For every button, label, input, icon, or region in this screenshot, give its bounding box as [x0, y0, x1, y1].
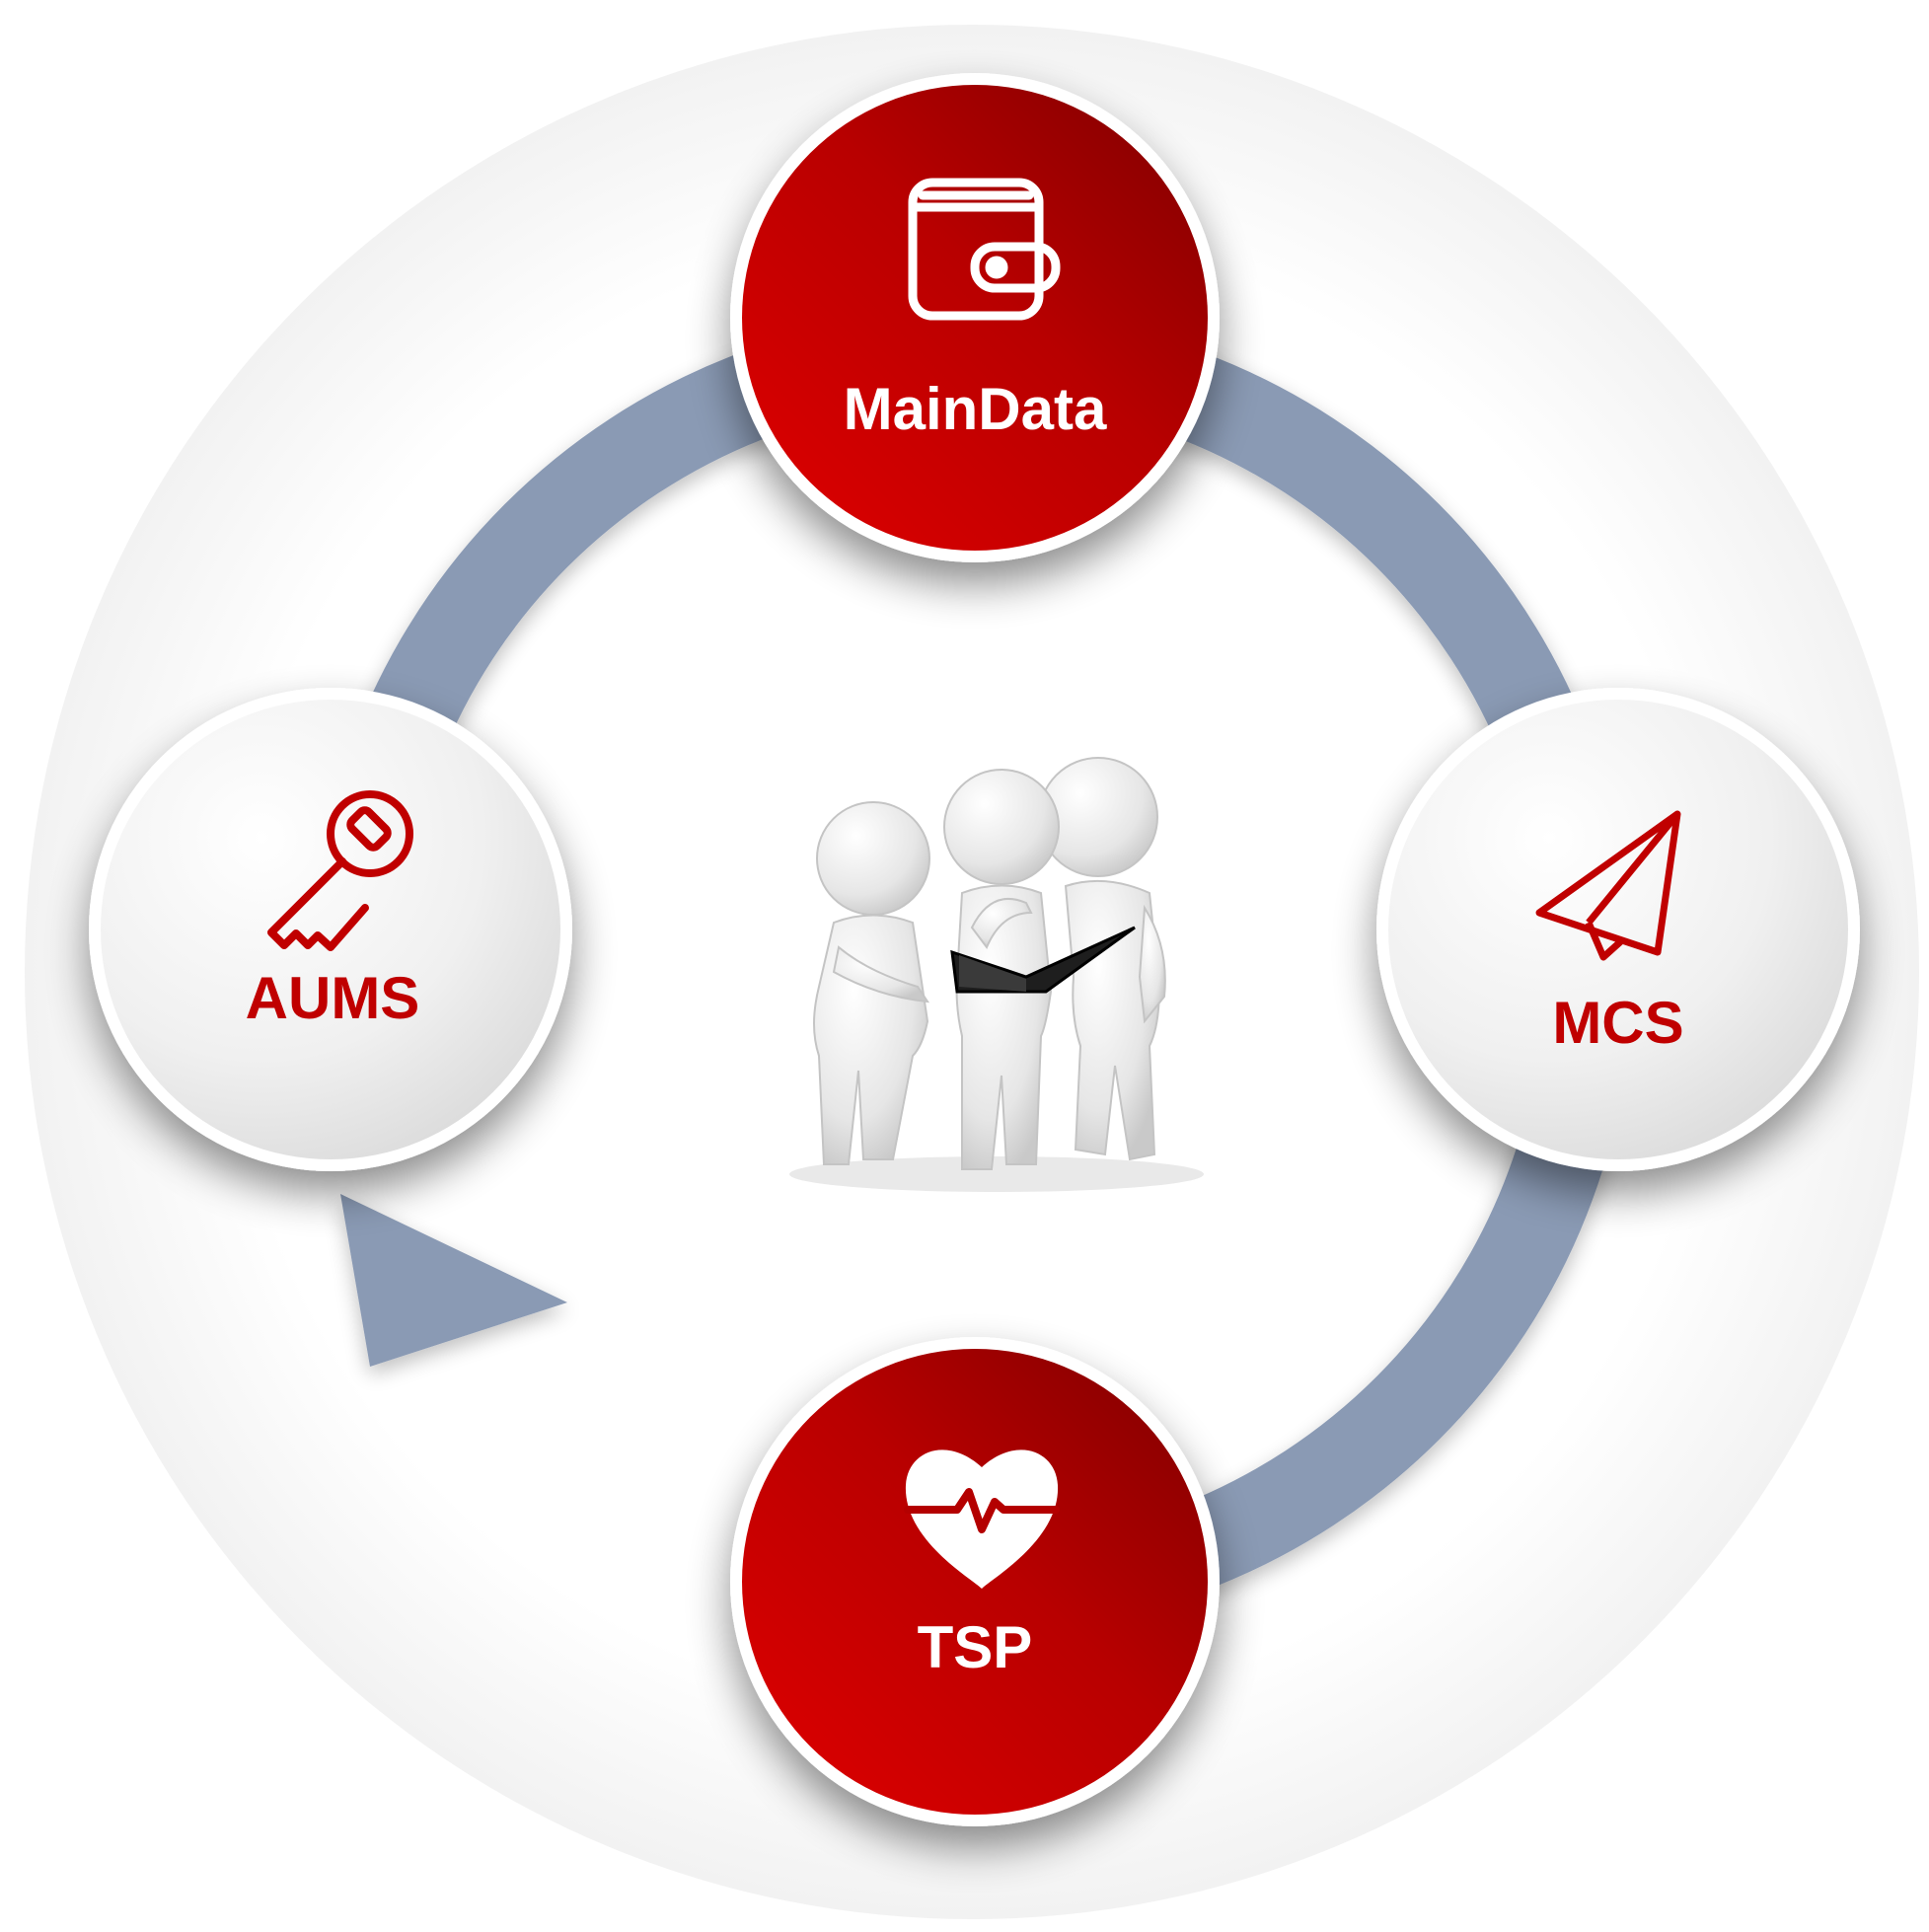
wallet-icon	[908, 178, 1061, 321]
node-tsp[interactable]: TSP	[730, 1337, 1220, 1826]
paper-plane-icon	[1535, 810, 1681, 961]
key-icon	[267, 790, 413, 951]
node-maindata-label: MainData	[844, 376, 1107, 442]
node-maindata[interactable]: MainData	[730, 73, 1220, 562]
open-book-icon	[950, 926, 1136, 994]
node-mcs[interactable]: MCS	[1376, 688, 1860, 1171]
node-aums-label: AUMS	[246, 965, 420, 1031]
node-aums[interactable]: AUMS	[89, 688, 572, 1171]
cycle-arrow-head	[340, 1194, 567, 1367]
heart-pulse-icon	[904, 1449, 1060, 1589]
node-tsp-label: TSP	[918, 1614, 1033, 1680]
node-mcs-label: MCS	[1552, 990, 1683, 1056]
team-figures-illustration	[789, 757, 1204, 1192]
